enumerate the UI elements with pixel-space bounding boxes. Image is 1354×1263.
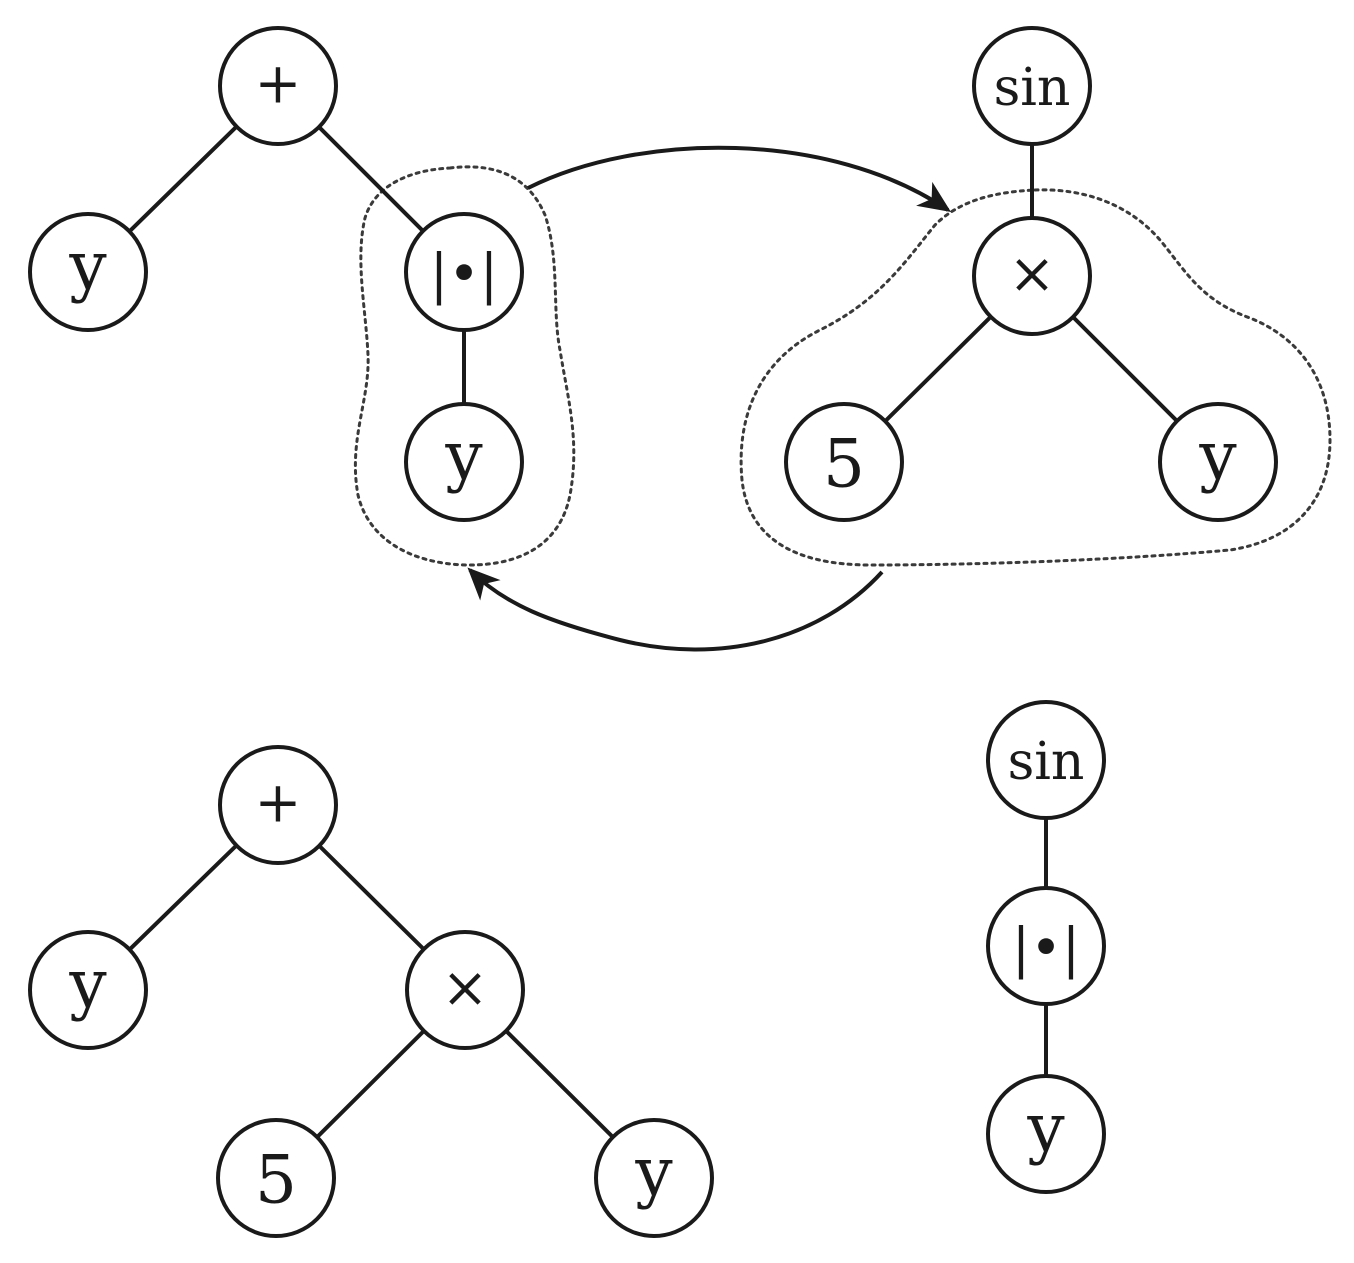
node-label: 5 [823,426,865,503]
node-label: y [634,1134,673,1211]
node-br-sin: sin [986,700,1106,820]
node-tr-y: y [1158,402,1278,522]
node-bl-times: × [405,930,525,1050]
node-bl-y2: y [594,1118,714,1238]
node-bl-5: 5 [216,1118,336,1238]
node-label: + [255,52,302,117]
node-label: |•| [1012,917,1080,980]
node-tl-y2: y [404,402,524,522]
node-bl-plus: + [218,745,338,865]
node-label: sin [1008,732,1085,792]
node-label: sin [994,58,1071,118]
node-label: × [442,956,489,1021]
swap-arrow-to-left [467,567,884,652]
node-br-y: y [986,1074,1106,1194]
node-label: 5 [255,1142,297,1219]
node-label: |•| [430,243,498,306]
selected-subtree-region-right [739,188,1332,567]
node-label: y [1198,418,1237,495]
node-label: × [1009,242,1056,307]
node-tr-5: 5 [784,402,904,522]
swap-arrow-to-right [527,145,951,213]
node-tr-sin: sin [972,26,1092,146]
node-br-abs: |•| [986,886,1106,1006]
node-label: y [68,946,107,1023]
node-bl-y1: y [28,930,148,1050]
node-tl-y1: y [28,212,148,332]
node-tl-plus: + [218,26,338,146]
node-tr-times: × [972,216,1092,336]
node-label: y [1026,1090,1065,1167]
node-label: + [255,771,302,836]
selected-subtree-region-left [353,165,576,567]
node-label: y [68,228,107,305]
node-label: y [444,418,483,495]
node-tl-abs: |•| [404,212,524,332]
